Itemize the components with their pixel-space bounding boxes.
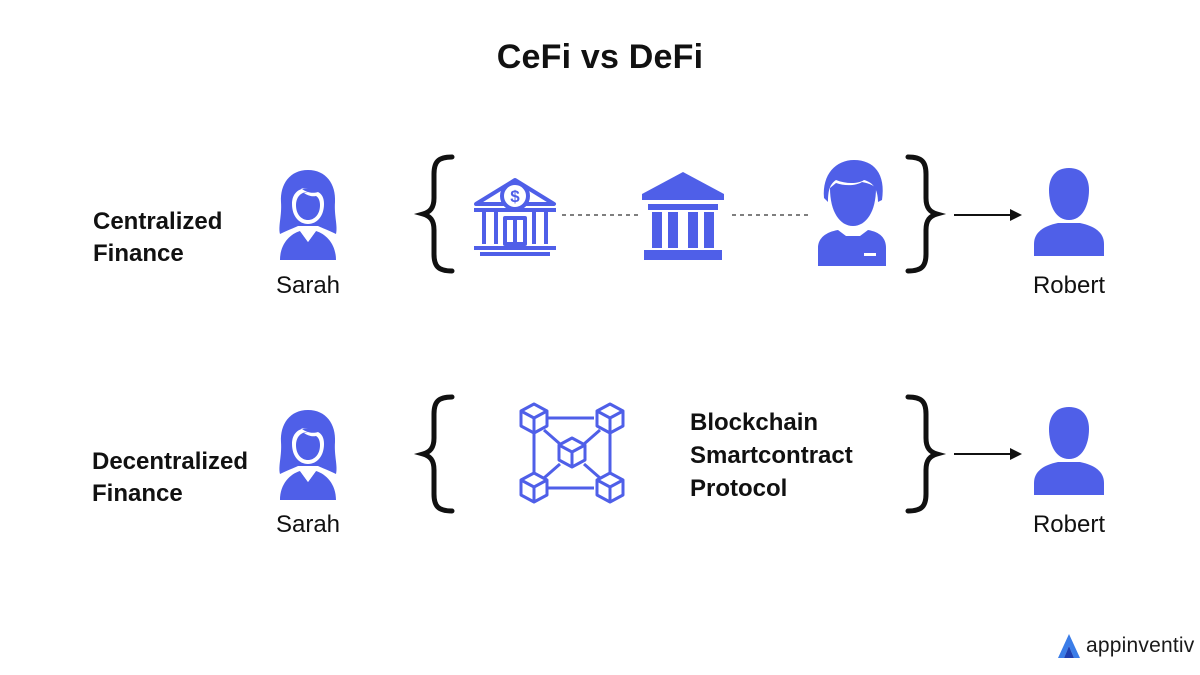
dashed-connector-1	[562, 214, 640, 216]
svg-text:$: $	[510, 187, 520, 206]
stack-item-blockchain: Blockchain	[690, 409, 819, 436]
left-brace-icon	[413, 154, 455, 274]
page-title: CeFi vs DeFi	[496, 38, 704, 76]
defi-receiver-name: Robert	[1032, 511, 1106, 538]
sarah-female-user-icon	[279, 170, 337, 260]
defi-row-label: Decentralized Finance	[92, 446, 248, 510]
blockchain-network-icon	[519, 402, 625, 504]
left-brace-icon	[413, 394, 455, 514]
cefi-label-line1: Centralized	[93, 208, 223, 235]
brand-name: appinventiv	[1086, 634, 1195, 657]
robert-male-user-icon	[1034, 168, 1104, 256]
arrow-right-icon	[954, 209, 1022, 221]
robert-male-user-icon	[1034, 407, 1104, 495]
bank-building-icon	[642, 172, 724, 260]
defi-sender-name: Sarah	[275, 511, 341, 538]
cefi-receiver-name: Robert	[1032, 272, 1106, 299]
defi-label-line2: Finance	[92, 480, 183, 507]
bank-employee-icon	[818, 160, 886, 266]
stack-item-smartcontract: Smartcontract	[690, 442, 853, 469]
stack-item-protocol: Protocol	[690, 475, 788, 502]
defi-stack-list: Blockchain Smartcontract Protocol	[690, 406, 853, 505]
bank-dollar-icon: $	[474, 178, 556, 256]
sarah-female-user-icon	[279, 410, 337, 500]
brand-logo: appinventiv	[1056, 630, 1194, 662]
defi-label-line1: Decentralized	[92, 448, 249, 475]
arrow-right-icon	[954, 448, 1022, 460]
cefi-row-label: Centralized Finance	[93, 206, 222, 270]
right-brace-icon	[905, 394, 947, 514]
dashed-connector-2	[732, 214, 812, 216]
appinventiv-logo-icon	[1058, 634, 1080, 658]
right-brace-icon	[905, 154, 947, 274]
cefi-sender-name: Sarah	[275, 272, 341, 299]
cefi-label-line2: Finance	[93, 240, 184, 267]
